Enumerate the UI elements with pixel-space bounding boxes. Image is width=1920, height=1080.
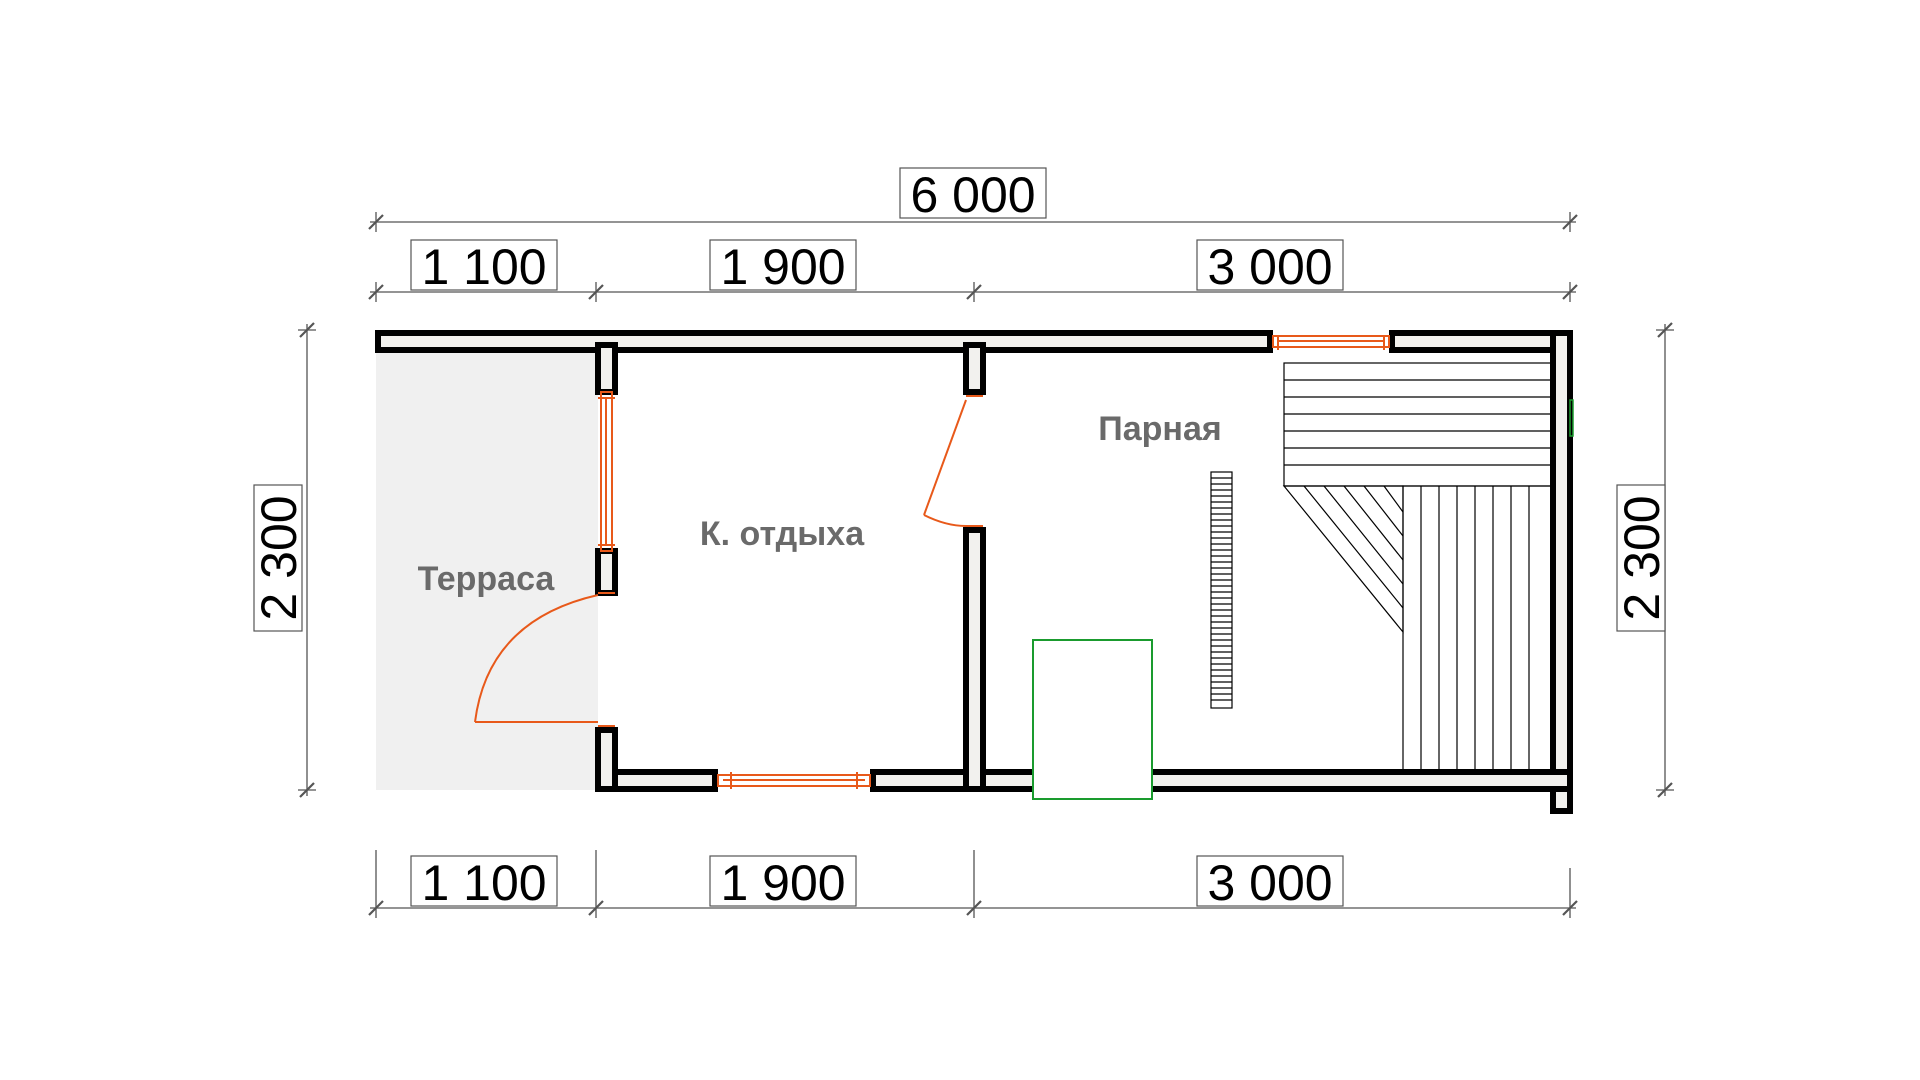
room-label-terrace: Терраса [418, 560, 556, 598]
wall-top-left [375, 330, 1273, 353]
window-rest-bottom [717, 774, 871, 787]
dimension-lines [298, 212, 1674, 918]
walls [375, 330, 1573, 814]
dim-bottom-3-label: 3 000 [1207, 855, 1332, 911]
dim-bottom-2-label: 1 900 [720, 855, 845, 911]
dim-total-label: 6 000 [910, 167, 1035, 223]
room-label-steam: Парная [1098, 410, 1221, 448]
dim-left-box [253, 484, 303, 632]
door-interior-leaf [923, 399, 967, 516]
window-terrace [600, 391, 613, 552]
bench-shelves [1210, 362, 1554, 773]
duckboard-slats [1211, 477, 1232, 701]
wall-stub-terrace-mid [595, 548, 618, 596]
dim-top-1-box [410, 239, 558, 291]
dim-top-3-label: 3 000 [1207, 239, 1332, 295]
wall-right [1550, 330, 1573, 814]
shelf-corner [1282, 485, 1404, 634]
dim-total-box [899, 167, 1047, 219]
openings [474, 335, 1390, 789]
wall-partition [963, 527, 986, 792]
wall-stub-partition-top [963, 342, 986, 395]
wall-stub-terrace-bottom [595, 727, 618, 792]
shelf-vertical [1402, 485, 1554, 773]
dim-bottom-3-box [1196, 855, 1344, 907]
dim-bottom-1-label: 1 100 [421, 855, 546, 911]
room-label-rest: К. отдыха [700, 515, 865, 553]
vent-marker [1569, 399, 1574, 437]
dim-bottom-1-box [410, 855, 558, 907]
terrace-area [376, 340, 598, 790]
window-steam-top [1272, 335, 1390, 348]
door-interior-swing [923, 514, 967, 527]
door-entrance-swing [474, 594, 599, 723]
dim-top-3-box [1196, 239, 1344, 291]
duckboard [1210, 471, 1233, 709]
stove [1032, 639, 1153, 800]
dim-top-2-label: 1 900 [720, 239, 845, 295]
dim-left-label: 2 300 [251, 495, 307, 620]
shelf-upper [1283, 362, 1554, 487]
wall-stub-terrace-top [595, 342, 618, 395]
wall-top-right [1389, 330, 1573, 353]
dim-top-2-box [709, 239, 857, 291]
dim-right-box [1616, 484, 1666, 632]
dim-top-1-label: 1 100 [421, 239, 546, 295]
dim-bottom-2-box [709, 855, 857, 907]
dim-right-label: 2 300 [1614, 495, 1670, 620]
